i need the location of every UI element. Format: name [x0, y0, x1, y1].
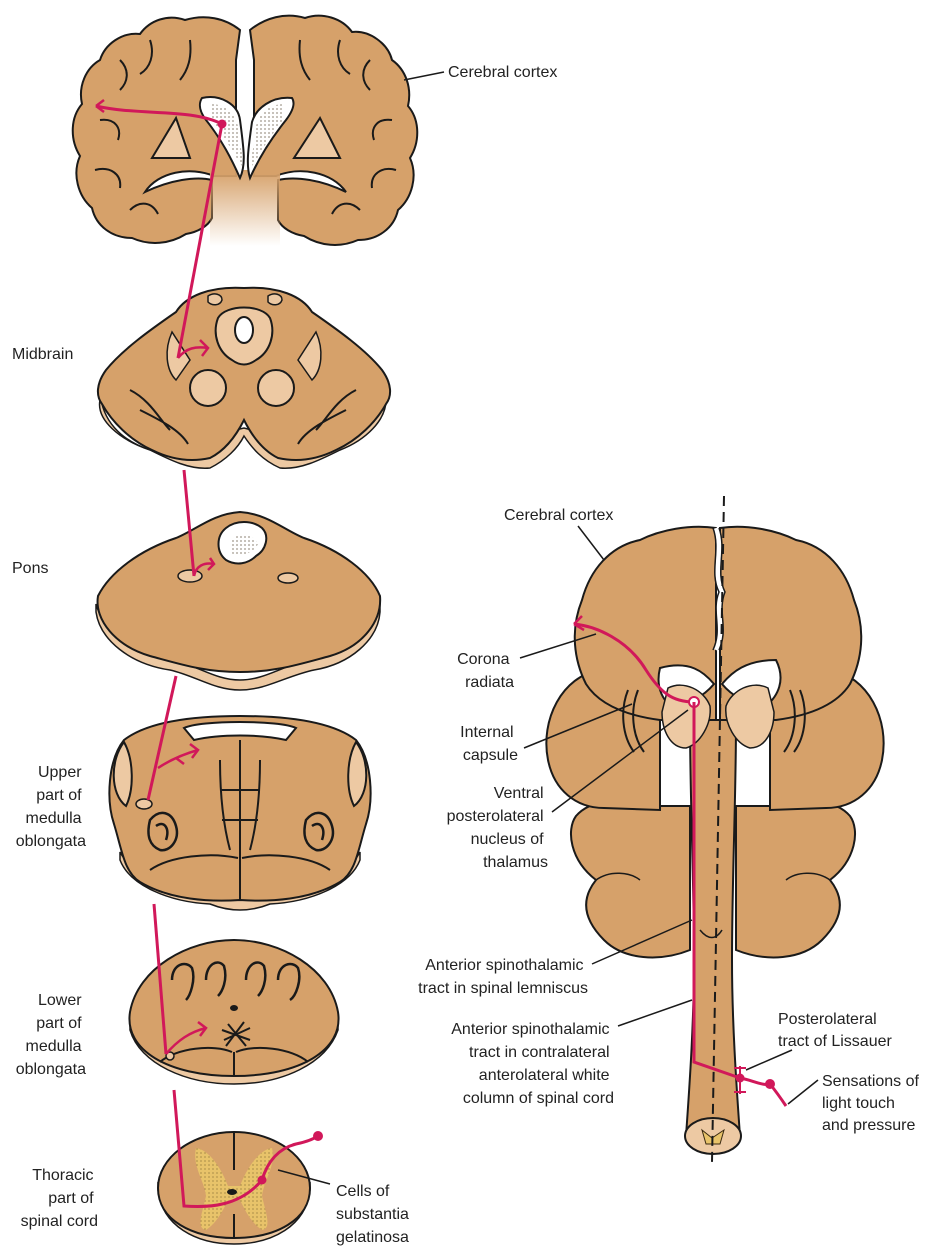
right-right-thalamus — [725, 684, 775, 749]
label-substantia-gelatinosa: Cells of substantia gelatinosa — [336, 1183, 413, 1246]
lower-medulla-section — [128, 938, 340, 1085]
right-tract-descending — [692, 702, 741, 1080]
tract-cortex-endings — [95, 99, 105, 113]
tract-upper-medulla-branch — [157, 743, 200, 770]
pons-section — [95, 510, 382, 691]
leader-lissauer — [745, 1049, 793, 1071]
leader-vpl-nucleus — [551, 709, 689, 813]
tract-midbrain-to-pons — [182, 469, 196, 577]
tract-dorsal-root-ganglion — [313, 1131, 323, 1141]
brainstem-stalk — [210, 170, 280, 246]
label-lemniscus-tract: Anterior spinothalamic tract in spinal l… — [418, 957, 588, 997]
label-lissauer: Posterolateral tract of Lissauer — [778, 1011, 893, 1050]
right-lentiform-nucleus — [292, 115, 342, 159]
left-labels: Cerebral cortex Midbrain Pons Upper part… — [12, 64, 557, 1246]
tract-pons-to-upper-medulla — [146, 675, 178, 801]
right-brain-cord — [545, 495, 885, 1163]
tract-pons-branch — [192, 557, 216, 577]
lower-medulla-gray-folds — [170, 961, 301, 1002]
label-cord-tract: Anterior spinothalamic tract in contrala… — [451, 1021, 614, 1107]
fourth-ventricle-stipple — [230, 535, 258, 556]
pons-right-nucleus — [277, 572, 299, 584]
cerebrum-section — [71, 14, 419, 246]
tract-midbrain-branch — [177, 339, 210, 359]
lower-medulla-pyramids — [159, 1046, 309, 1076]
left-spinothalamic-tract — [95, 99, 323, 1209]
label-sensations: Sensations of light touch and pressure — [822, 1073, 923, 1134]
right-tract-lissauer-branches — [734, 1066, 746, 1094]
cerebral-aqueduct — [234, 316, 254, 344]
midbrain-colliculi — [207, 293, 283, 306]
tract-lower-medulla-to-cord — [172, 1089, 264, 1209]
thoracic-central-canal — [227, 1189, 237, 1195]
upper-medulla-pyramids — [149, 854, 331, 871]
right-cerebellum — [569, 799, 857, 959]
label-corona-radiata: Corona radiata — [457, 651, 514, 691]
left-hemisphere — [71, 16, 242, 244]
upper-medulla-left-olive-region — [112, 740, 133, 808]
right-hemisphere — [248, 14, 419, 246]
lower-medulla-central-canal — [230, 1005, 238, 1011]
upper-medulla-section — [108, 714, 372, 911]
label-lower-medulla: Lower part of medulla oblongata — [16, 992, 86, 1078]
upper-medulla-right-olive — [303, 811, 335, 852]
leader-lemniscus-tract — [591, 919, 693, 965]
midbrain-section — [96, 286, 392, 469]
tract-upper-to-lower-medulla — [152, 903, 168, 1055]
upper-medulla-midline — [219, 740, 261, 900]
label-midbrain: Midbrain — [12, 346, 73, 363]
lower-medulla-nucleus — [165, 1051, 175, 1061]
midbrain-body — [96, 286, 392, 461]
right-tract-corona — [573, 622, 695, 704]
right-tract-ganglion — [765, 1079, 775, 1089]
right-cord-gray-matter — [701, 1128, 725, 1145]
right-red-nucleus — [257, 369, 295, 407]
right-longitudinal-fissure-edge — [712, 527, 726, 651]
label-thoracic-cord: Thoracic part of spinal cord — [21, 1167, 98, 1230]
leader-cord-tract — [617, 999, 693, 1027]
label-left-cerebral-cortex: Cerebral cortex — [448, 64, 557, 81]
tract-cortex-radiation — [95, 104, 223, 126]
label-vpl-nucleus: Ventral posterolateral nucleus of thalam… — [447, 785, 548, 871]
thoracic-gray-matter-stipple — [195, 1148, 273, 1230]
pons-left-nucleus — [177, 569, 203, 583]
tract-lower-medulla-branch — [165, 1021, 208, 1055]
upper-medulla-ventricle — [182, 721, 298, 742]
leader-left-cortex — [403, 71, 445, 81]
ventricle-stipple — [210, 104, 284, 170]
label-upper-medulla: Upper part of medulla oblongata — [16, 764, 86, 850]
leader-substantia-gelatinosa — [277, 1169, 331, 1185]
decussation-of-lemnisci — [221, 1021, 251, 1047]
leader-internal-capsule — [523, 703, 633, 749]
right-labels: Cerebral cortex Corona radiata Internal … — [418, 507, 923, 1134]
label-right-cerebral-cortex: Cerebral cortex — [504, 507, 613, 524]
label-internal-capsule: Internal capsule — [460, 724, 518, 764]
upper-medulla-right-olive-region — [347, 740, 368, 808]
pons-body — [96, 510, 382, 674]
upper-medulla-lemniscus — [135, 798, 153, 810]
tract-dorsal-root — [260, 1134, 319, 1181]
right-spinothalamic-tract — [573, 615, 788, 1107]
tract-thalamus-to-midbrain — [176, 123, 224, 359]
substantia-nigra-lines — [129, 389, 357, 445]
leader-corona-radiata — [519, 633, 597, 659]
sulci-right — [298, 39, 397, 215]
leader-right-cortex — [577, 525, 605, 561]
thoracic-cord-section — [156, 1130, 312, 1245]
upper-medulla-left-olive — [147, 811, 179, 852]
left-lentiform-nucleus — [150, 115, 192, 159]
right-tract-dorsal-root — [739, 1076, 788, 1107]
right-cerebellar-folia — [595, 872, 831, 939]
sulci-left — [94, 39, 192, 215]
right-internal-capsule-lines — [622, 689, 806, 753]
leader-sensations — [787, 1079, 819, 1105]
left-red-nucleus — [189, 369, 227, 407]
midbrain-lemniscus-right — [297, 330, 322, 382]
right-tract-cortex-endings — [573, 615, 585, 632]
label-pons: Pons — [12, 560, 48, 577]
